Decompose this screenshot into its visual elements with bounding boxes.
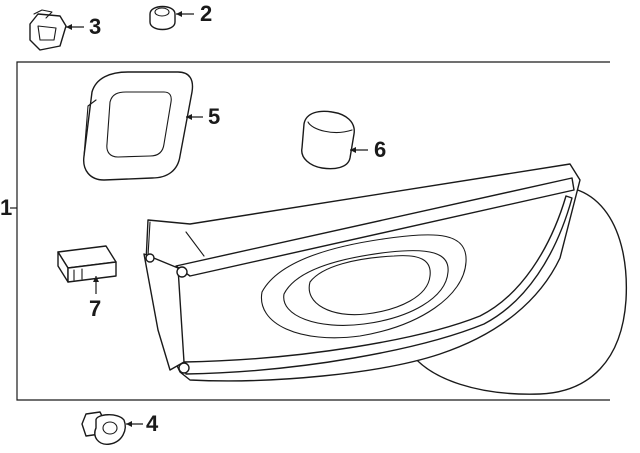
part-2-grommet — [149, 5, 194, 31]
part-5-gasket — [83, 71, 203, 181]
part-3-clip — [29, 9, 84, 51]
callout-2-label: 2 — [200, 1, 213, 26]
callout-4-label: 4 — [146, 411, 159, 436]
assembly-frame — [10, 61, 610, 401]
callout-7-label: 7 — [89, 296, 102, 321]
part-7-bracket — [57, 245, 117, 294]
part-4-bolt — [81, 411, 143, 445]
callout-5-label: 5 — [208, 104, 221, 129]
part-6-cap — [301, 110, 368, 170]
part-1-lamp-assembly — [143, 163, 628, 395]
callout-1-label: 1 — [0, 195, 13, 220]
callout-6-label: 6 — [374, 137, 387, 162]
callout-3-label: 3 — [89, 14, 102, 39]
